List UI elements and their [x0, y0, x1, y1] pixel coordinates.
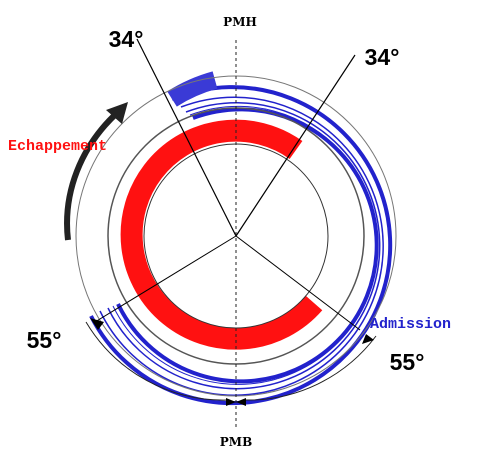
rotation-arrow: [64, 109, 121, 241]
intake-band-mid3: [112, 105, 378, 385]
exhaust-arc: [120, 119, 323, 350]
label-exhaust: Echappement: [8, 138, 107, 155]
label-angle-bottom-left: 55°: [27, 327, 62, 353]
intake-band-mid2: [107, 101, 381, 390]
arrow-pmb-right: [236, 398, 246, 406]
bottom-arc-left: [85, 321, 229, 401]
intake-band-mid1: [99, 96, 384, 396]
arrow-pmb-left: [226, 398, 236, 406]
arrow-55-right: [362, 334, 374, 344]
arrow-55-left: [90, 318, 104, 330]
ray-top-right: [235, 54, 356, 237]
intake-band-inner: [116, 107, 379, 384]
label-angle-top-right: 34°: [365, 44, 400, 70]
label-pmh: PMH: [223, 15, 257, 29]
rotation-arrowhead: [106, 102, 128, 124]
ray-bottom-right: [235, 235, 361, 331]
label-angle-top-left: 34°: [109, 26, 144, 52]
intake-band-start-fill: [167, 71, 218, 107]
bottom-arc-right: [243, 335, 377, 401]
label-intake: Admission: [370, 316, 451, 333]
label-angle-bottom-right: 55°: [390, 349, 425, 375]
ray-bottom-left: [94, 235, 237, 323]
label-pmb: PMB: [220, 435, 252, 449]
ray-top-left: [136, 38, 237, 237]
